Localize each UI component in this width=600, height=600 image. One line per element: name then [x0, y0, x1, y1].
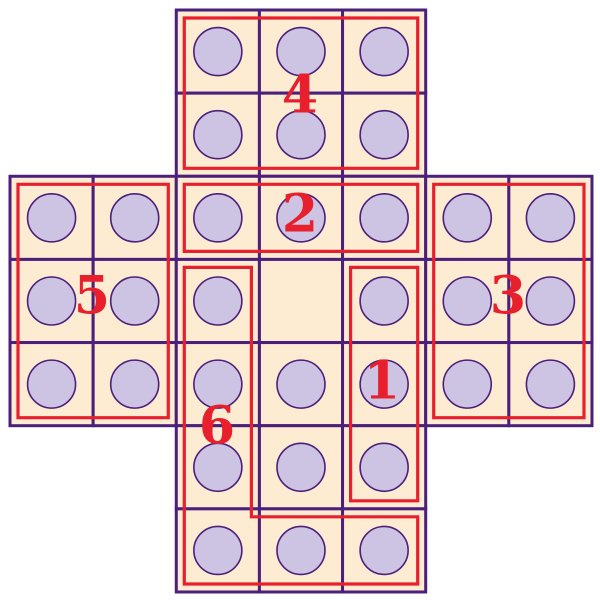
peg[interactable] — [276, 525, 326, 576]
peg[interactable] — [193, 525, 243, 576]
board-hole-r0-c3[interactable] — [257, 8, 345, 95]
group-4-outline — [182, 16, 420, 170]
board-cell — [257, 257, 345, 345]
board-hole-r5-c2[interactable] — [174, 424, 261, 511]
peg[interactable] — [193, 109, 243, 160]
board-hole-r4-c5[interactable] — [424, 341, 511, 428]
group-1-outline — [349, 265, 420, 503]
board-hole-r0-c4[interactable] — [341, 8, 428, 95]
peg[interactable] — [525, 359, 576, 409]
peg[interactable] — [109, 193, 160, 243]
board-hole-r4-c4[interactable] — [341, 341, 428, 428]
board-hole-r5-c3[interactable] — [257, 424, 345, 511]
group-6-label: 6 — [199, 396, 235, 457]
peg[interactable] — [276, 26, 326, 77]
peg[interactable] — [26, 276, 77, 326]
peg[interactable] — [359, 276, 409, 326]
peg[interactable] — [193, 359, 243, 409]
peg[interactable] — [193, 276, 243, 326]
group-2-outline — [182, 182, 420, 253]
peg[interactable] — [193, 193, 243, 243]
board-hole-r3-c1[interactable] — [91, 257, 178, 345]
peg[interactable] — [525, 276, 576, 326]
peg[interactable] — [359, 109, 409, 160]
board-hole-r3-c2[interactable] — [174, 257, 261, 345]
board-hole-r6-c3[interactable] — [257, 507, 345, 594]
peg[interactable] — [359, 359, 409, 409]
board-hole-r2-c5[interactable] — [424, 174, 511, 261]
board-hole-r4-c0[interactable] — [8, 341, 95, 428]
group-3-label: 3 — [490, 266, 526, 327]
peg[interactable] — [359, 525, 409, 576]
group-5-outline — [16, 182, 170, 420]
board-hole-r1-c4[interactable] — [341, 91, 428, 178]
group-5-label: 5 — [74, 266, 110, 327]
board-hole-r2-c4[interactable] — [341, 174, 428, 261]
board-hole-r4-c2[interactable] — [174, 341, 261, 428]
group-labels: 1 2 3 4 5 6 — [74, 65, 526, 457]
board-hole-r6-c4[interactable] — [341, 507, 428, 594]
peg[interactable] — [525, 193, 576, 243]
board-hole-r2-c1[interactable] — [91, 174, 178, 261]
group-4-label: 4 — [282, 65, 318, 126]
group-1-label: 1 — [364, 351, 400, 412]
peg[interactable] — [193, 26, 243, 77]
peg[interactable] — [359, 193, 409, 243]
peg[interactable] — [109, 359, 160, 409]
peg[interactable] — [442, 193, 493, 243]
board-hole-r1-c2[interactable] — [174, 91, 261, 178]
board-hole-r2-c2[interactable] — [174, 174, 261, 261]
board-hole-r3-c6[interactable] — [507, 257, 594, 345]
peg[interactable] — [26, 359, 77, 409]
group-3-outline — [432, 182, 586, 420]
peg[interactable] — [193, 442, 243, 493]
peg[interactable] — [109, 276, 160, 326]
group-6-outline — [182, 265, 420, 586]
peg[interactable] — [442, 359, 493, 409]
peg[interactable] — [276, 109, 326, 160]
peg[interactable] — [276, 442, 326, 493]
empty-hole-r3-c3[interactable] — [257, 257, 345, 345]
board-hole-r0-c2[interactable] — [174, 8, 261, 95]
board-hole-r4-c3[interactable] — [257, 341, 345, 428]
board-cells — [8, 8, 594, 594]
board-hole-r5-c4[interactable] — [341, 424, 428, 511]
board-hole-r2-c0[interactable] — [8, 174, 95, 261]
peg[interactable] — [276, 193, 326, 243]
board-hole-r3-c4[interactable] — [341, 257, 428, 345]
board-hole-r6-c2[interactable] — [174, 507, 261, 594]
board-hole-r4-c6[interactable] — [507, 341, 594, 428]
board-hole-r3-c0[interactable] — [8, 257, 95, 345]
peg[interactable] — [442, 276, 493, 326]
peg[interactable] — [359, 26, 409, 77]
board-hole-r2-c6[interactable] — [507, 174, 594, 261]
board-hole-r4-c1[interactable] — [91, 341, 178, 428]
peg[interactable] — [26, 193, 77, 243]
group-2-label: 2 — [282, 184, 318, 245]
peg[interactable] — [276, 359, 326, 409]
peg[interactable] — [359, 442, 409, 493]
group-outlines — [16, 16, 586, 586]
